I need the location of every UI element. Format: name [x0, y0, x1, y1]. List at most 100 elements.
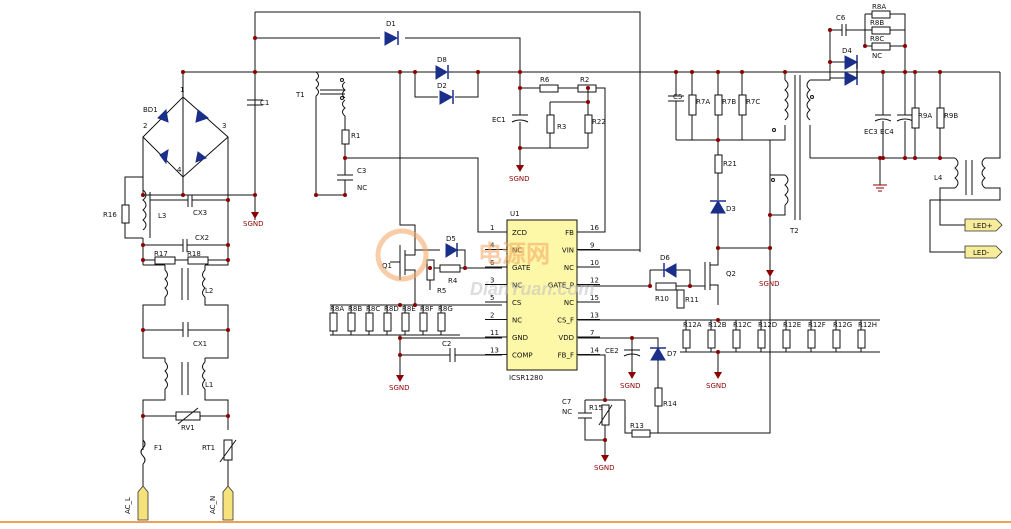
r12-resistor — [757, 329, 766, 349]
rv1-label: RV1 — [181, 424, 195, 432]
r8b2-label: R8B — [870, 19, 884, 27]
cx1-label: CX1 — [193, 340, 207, 348]
r8-resistor — [347, 312, 356, 332]
varistor-rv1: RV1 — [143, 407, 228, 432]
ground-cs: SGND — [389, 375, 410, 392]
r5-label: R5 — [437, 287, 446, 295]
resistor-r11: R11 — [676, 289, 699, 309]
u1-pin-left-num: 11 — [490, 329, 499, 337]
u1-pin-right-num: 9 — [590, 242, 594, 250]
l4-label: L4 — [934, 174, 943, 182]
thermistor-rt1: RT1 — [202, 439, 237, 488]
u1-pin-right-num: 14 — [590, 347, 599, 355]
r21-label: R21 — [723, 160, 737, 168]
ground-t2: SGND — [759, 270, 780, 288]
ac-n-connector: AC_N — [209, 485, 234, 521]
r8-resistor-label: R8A — [330, 305, 344, 313]
capacitor-c2: C2 — [400, 340, 502, 362]
ground-fb: SGND — [594, 455, 615, 472]
led-minus-label: LED- — [973, 249, 990, 257]
r8-resistor-label: R8E — [402, 305, 416, 313]
led-plus-connector: LED+ — [964, 218, 1003, 232]
l1-label: L1 — [205, 381, 213, 389]
u1-pin-left-num: 5 — [490, 294, 494, 302]
output-snubber: C6 R8A R8B R8C NC — [810, 3, 906, 81]
d2-label: D2 — [437, 82, 447, 90]
d4-label: D4 — [842, 47, 852, 55]
r12-resistor — [682, 329, 691, 349]
u1-pin-right-name: FB — [565, 229, 574, 237]
r12-resistor — [807, 329, 816, 349]
r16-l3-block: R16 L3 CX3 — [103, 176, 228, 265]
bd1-pin3: 3 — [222, 122, 226, 130]
r8-resistor-label: R8C — [366, 305, 380, 313]
d8-label: D8 — [437, 56, 447, 64]
r2-label: R2 — [580, 76, 589, 84]
junction-dots — [141, 28, 942, 442]
resistor-r13: R13 — [630, 255, 771, 438]
ground-output — [873, 158, 887, 192]
u1-pin-right-num: 15 — [590, 294, 599, 302]
r12-resistor-label: R12H — [858, 321, 877, 329]
r4-label: R4 — [448, 277, 458, 285]
capacitor-cx1: CX1 — [142, 322, 229, 359]
u1-pin-left-num: 1 — [490, 224, 494, 232]
bd1-label: BD1 — [143, 106, 158, 114]
u1-pin-right-num: 13 — [590, 312, 599, 320]
watermark-en: DianYuan.com — [470, 279, 594, 299]
d6-label: D6 — [660, 254, 670, 262]
u1-pin-right-num: 16 — [590, 224, 599, 232]
mosfet-q1: Q1 — [382, 72, 416, 305]
ground-bridge: SGND — [243, 195, 264, 228]
resistor-r14: R14 — [654, 387, 677, 433]
t2-gnd-label: SGND — [759, 280, 780, 288]
r8-resistor — [383, 312, 392, 332]
capacitor-ec1: EC1 — [492, 72, 529, 165]
u1-pin-left-num: 13 — [490, 347, 499, 355]
r8-resistor — [419, 312, 428, 332]
r8-resistor-label: R8D — [384, 305, 399, 313]
r12-gnd-label: SGND — [706, 382, 727, 390]
resistor-r15: R15 — [589, 404, 613, 455]
l3-label: L3 — [158, 212, 166, 220]
diode-d1: D1 — [384, 20, 399, 46]
r9a-label: R9A — [918, 112, 932, 120]
u1-pin-right-num: 10 — [590, 259, 599, 267]
r12-resistor-label: R12E — [783, 321, 801, 329]
diode-d6: D6 — [649, 254, 691, 286]
c3-nc: NC — [357, 184, 367, 192]
fuse-f1: F1 — [140, 439, 162, 488]
l2-label: L2 — [205, 287, 213, 295]
r12-resistor — [832, 329, 841, 349]
resistor-r1: R1 — [341, 116, 360, 160]
t2-label: T2 — [789, 227, 799, 235]
u1-pin-right-name: CS_F — [557, 317, 574, 325]
r15-label: R15 — [589, 404, 603, 412]
u1-ref: U1 — [510, 210, 520, 218]
r12-resistor-label: R12D — [758, 321, 777, 329]
bd1-pin1: 1 — [180, 86, 184, 94]
ac-l-connector: AC_L — [124, 485, 149, 521]
r8-resistor — [329, 312, 338, 332]
d7-label: D7 — [667, 350, 677, 358]
u1-pin-right-name: NC — [564, 299, 574, 307]
r8c2-nc: NC — [872, 52, 882, 60]
resistors-r7: R7A R7B R7C — [688, 72, 760, 140]
r18-label: R18 — [187, 250, 201, 258]
resistors-r9: R9A R9B — [911, 72, 958, 158]
f1-label: F1 — [154, 444, 162, 452]
r13-label: R13 — [630, 422, 644, 430]
choke-l2: L2 — [142, 250, 229, 330]
u1-pin-left-name: GATE — [512, 264, 530, 272]
r22-label: R22 — [592, 118, 606, 126]
capacitor-c3: C3 NC — [316, 160, 367, 196]
r12-resistor — [707, 329, 716, 349]
r12-resistor-label: R12B — [708, 321, 727, 329]
ground-r12: SGND — [706, 372, 727, 390]
c1-label: C1 — [260, 99, 269, 107]
r9b-label: R9B — [944, 112, 958, 120]
r10-label: R10 — [655, 295, 669, 303]
c5-label: C5 — [673, 93, 682, 101]
